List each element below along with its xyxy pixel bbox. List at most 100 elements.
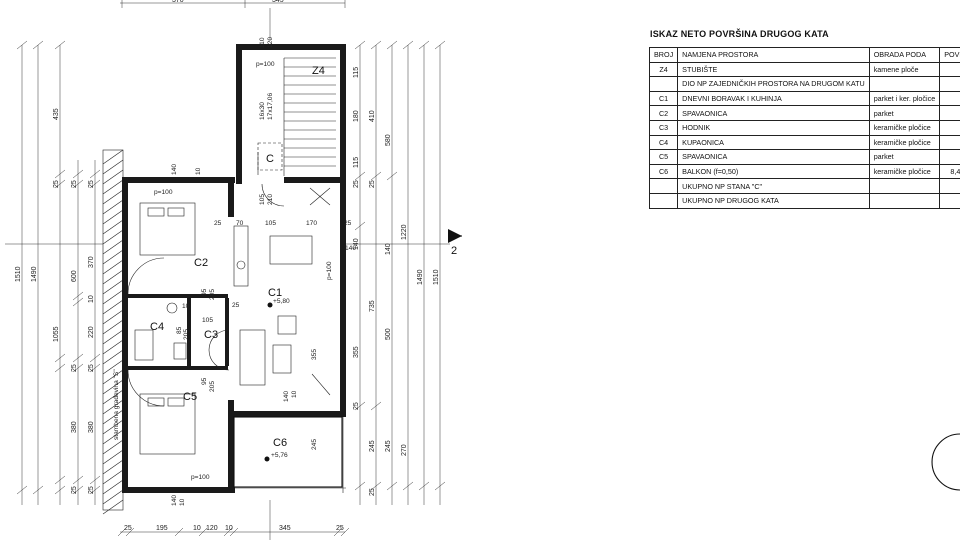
dim-bottom-6: 25 (336, 525, 344, 532)
dim-inner-15: 205 (183, 329, 190, 340)
detail-marker-partial (931, 433, 960, 491)
hatch-line (102, 349, 124, 365)
hatch-line (102, 239, 124, 255)
dim-left-7b: 380 (71, 421, 78, 433)
cell-name: HODNIK (677, 119, 870, 136)
dim-left-11: 25 (88, 180, 95, 188)
level-marker-c6 (264, 456, 270, 462)
cell-area: 2 (939, 90, 960, 107)
furniture (127, 183, 331, 455)
dim-inner-24: 245 (311, 439, 318, 450)
hatch-line (102, 369, 124, 385)
cell-name: BALKON (f=0,50) (677, 163, 870, 180)
hatch-line (102, 179, 124, 195)
dim-inner-5: 170 (306, 220, 317, 227)
dim-inner-13: 10 (182, 303, 190, 310)
dim-inner-2: 25 (214, 220, 222, 227)
dim-left-7: 380 (88, 421, 95, 433)
hatch-line (102, 169, 124, 185)
hatch-line (102, 219, 124, 235)
hatch-line (102, 209, 124, 225)
dim-left-14: 25 (71, 486, 78, 494)
dim-right-11: 180 (353, 110, 360, 122)
dim-right-18: 25 (353, 402, 360, 410)
dim-inner-25: 355 (311, 349, 318, 360)
cell-floor: parket (868, 149, 941, 165)
hatch-line (102, 449, 124, 465)
dim-inner-23: 10 (179, 498, 186, 506)
dim-right-7: 355 (353, 346, 360, 358)
dim-right-6: 410 (369, 110, 376, 122)
hatch-line (102, 339, 124, 355)
cell-code (648, 178, 679, 194)
dim-left-6: 220 (88, 326, 95, 338)
dim-inner-7: 105 (259, 194, 266, 205)
room-c: C (266, 153, 274, 165)
dim-right-19: 25 (369, 488, 376, 496)
dim-inner-21: 120 (267, 37, 274, 48)
dim-inner-1: 10 (195, 167, 202, 175)
cell-code: C1 (648, 90, 679, 107)
cell-code: C2 (648, 105, 679, 121)
top-dimension-line: 370 345 (120, 0, 346, 40)
cell-floor: keramičke pločice (868, 134, 941, 151)
dim-inner-4: 105 (265, 220, 276, 227)
hatch-line (102, 189, 124, 205)
table-title: ISKAZ NETO POVRŠINA DRUGOG KATA (650, 29, 829, 39)
hatch-line (102, 439, 124, 455)
dim-inner-16: 95 (201, 377, 208, 385)
dim-right-4: 580 (385, 134, 392, 146)
col-name: NAMJENA PROSTORA (677, 47, 870, 63)
neighbour-label: stambena građevina "S" (113, 369, 120, 440)
dim-inner-6: 25 (344, 220, 352, 227)
cell-code: C4 (648, 134, 679, 151)
section-label: 2 (451, 245, 457, 257)
dim-right-14: 115 (353, 67, 360, 78)
hatch-line (102, 489, 124, 505)
dim-inner-14: 85 (176, 326, 183, 334)
cell-area: 7 (939, 192, 960, 209)
level-marker-c1 (267, 302, 273, 308)
dim-right-15: 115 (353, 157, 360, 168)
cell-floor: parket (868, 105, 941, 121)
dim-inner-8: 210 (267, 194, 274, 205)
dim-bottom-4: 10 (225, 525, 233, 532)
dim-right-3: 735 (369, 300, 376, 312)
dim-right-10: 245 (385, 440, 392, 452)
cell-area: 1 (939, 61, 960, 78)
neighbour-building: stambena građevina "S" (102, 149, 124, 515)
dim-right-13: 140 (385, 243, 392, 255)
cell-floor: kamene ploče (868, 61, 941, 78)
dim-top-left: 370 (172, 0, 184, 4)
dim-bottom-1: 195 (156, 525, 168, 532)
cell-name: SPAVAONICA (677, 149, 870, 165)
room-c5: C5 (183, 391, 197, 403)
dim-right-5: 500 (385, 328, 392, 340)
col-floor: OBRADA PODA (868, 47, 941, 63)
dim-bottom-5: 345 (279, 525, 291, 532)
level-c1: +5,80 (273, 298, 290, 305)
dim-left-10: 25 (71, 180, 78, 188)
bottom-dimension-chain: 25 195 10 120 10 345 25 (117, 500, 350, 540)
col-code: BROJ (648, 47, 679, 63)
cell-code: Z4 (648, 61, 679, 78)
room-c4: C4 (150, 321, 164, 333)
dim-left-12: 25 (71, 364, 78, 372)
left-dimension-chains: 1510 1490 435 1055 600 370 220 380 380 1… (5, 40, 120, 505)
hatch-line (102, 379, 124, 395)
cell-name: KUPAONICA (677, 134, 870, 151)
dim-inner-10: 205 (209, 289, 216, 300)
table-row: DIO NP ZAJEDNIČKIH PROSTORA NA DRUGOM KA… (648, 76, 960, 92)
table-row: C5SPAVAONICAparket1 (648, 149, 960, 165)
dim-left-0: 1510 (15, 266, 22, 282)
room-c6: C6 (273, 437, 287, 449)
dim-left-2: 435 (53, 108, 60, 120)
dim-bottom-2: 10 (193, 525, 201, 532)
inner-dimensions: 140 10 25 70 105 170 25 105 210 95 205 2… (171, 37, 356, 506)
hatch-line (102, 249, 124, 265)
hatch-line (102, 459, 124, 475)
cell-area: 1 (939, 105, 960, 121)
dim-bottom-3: 120 (206, 525, 218, 532)
